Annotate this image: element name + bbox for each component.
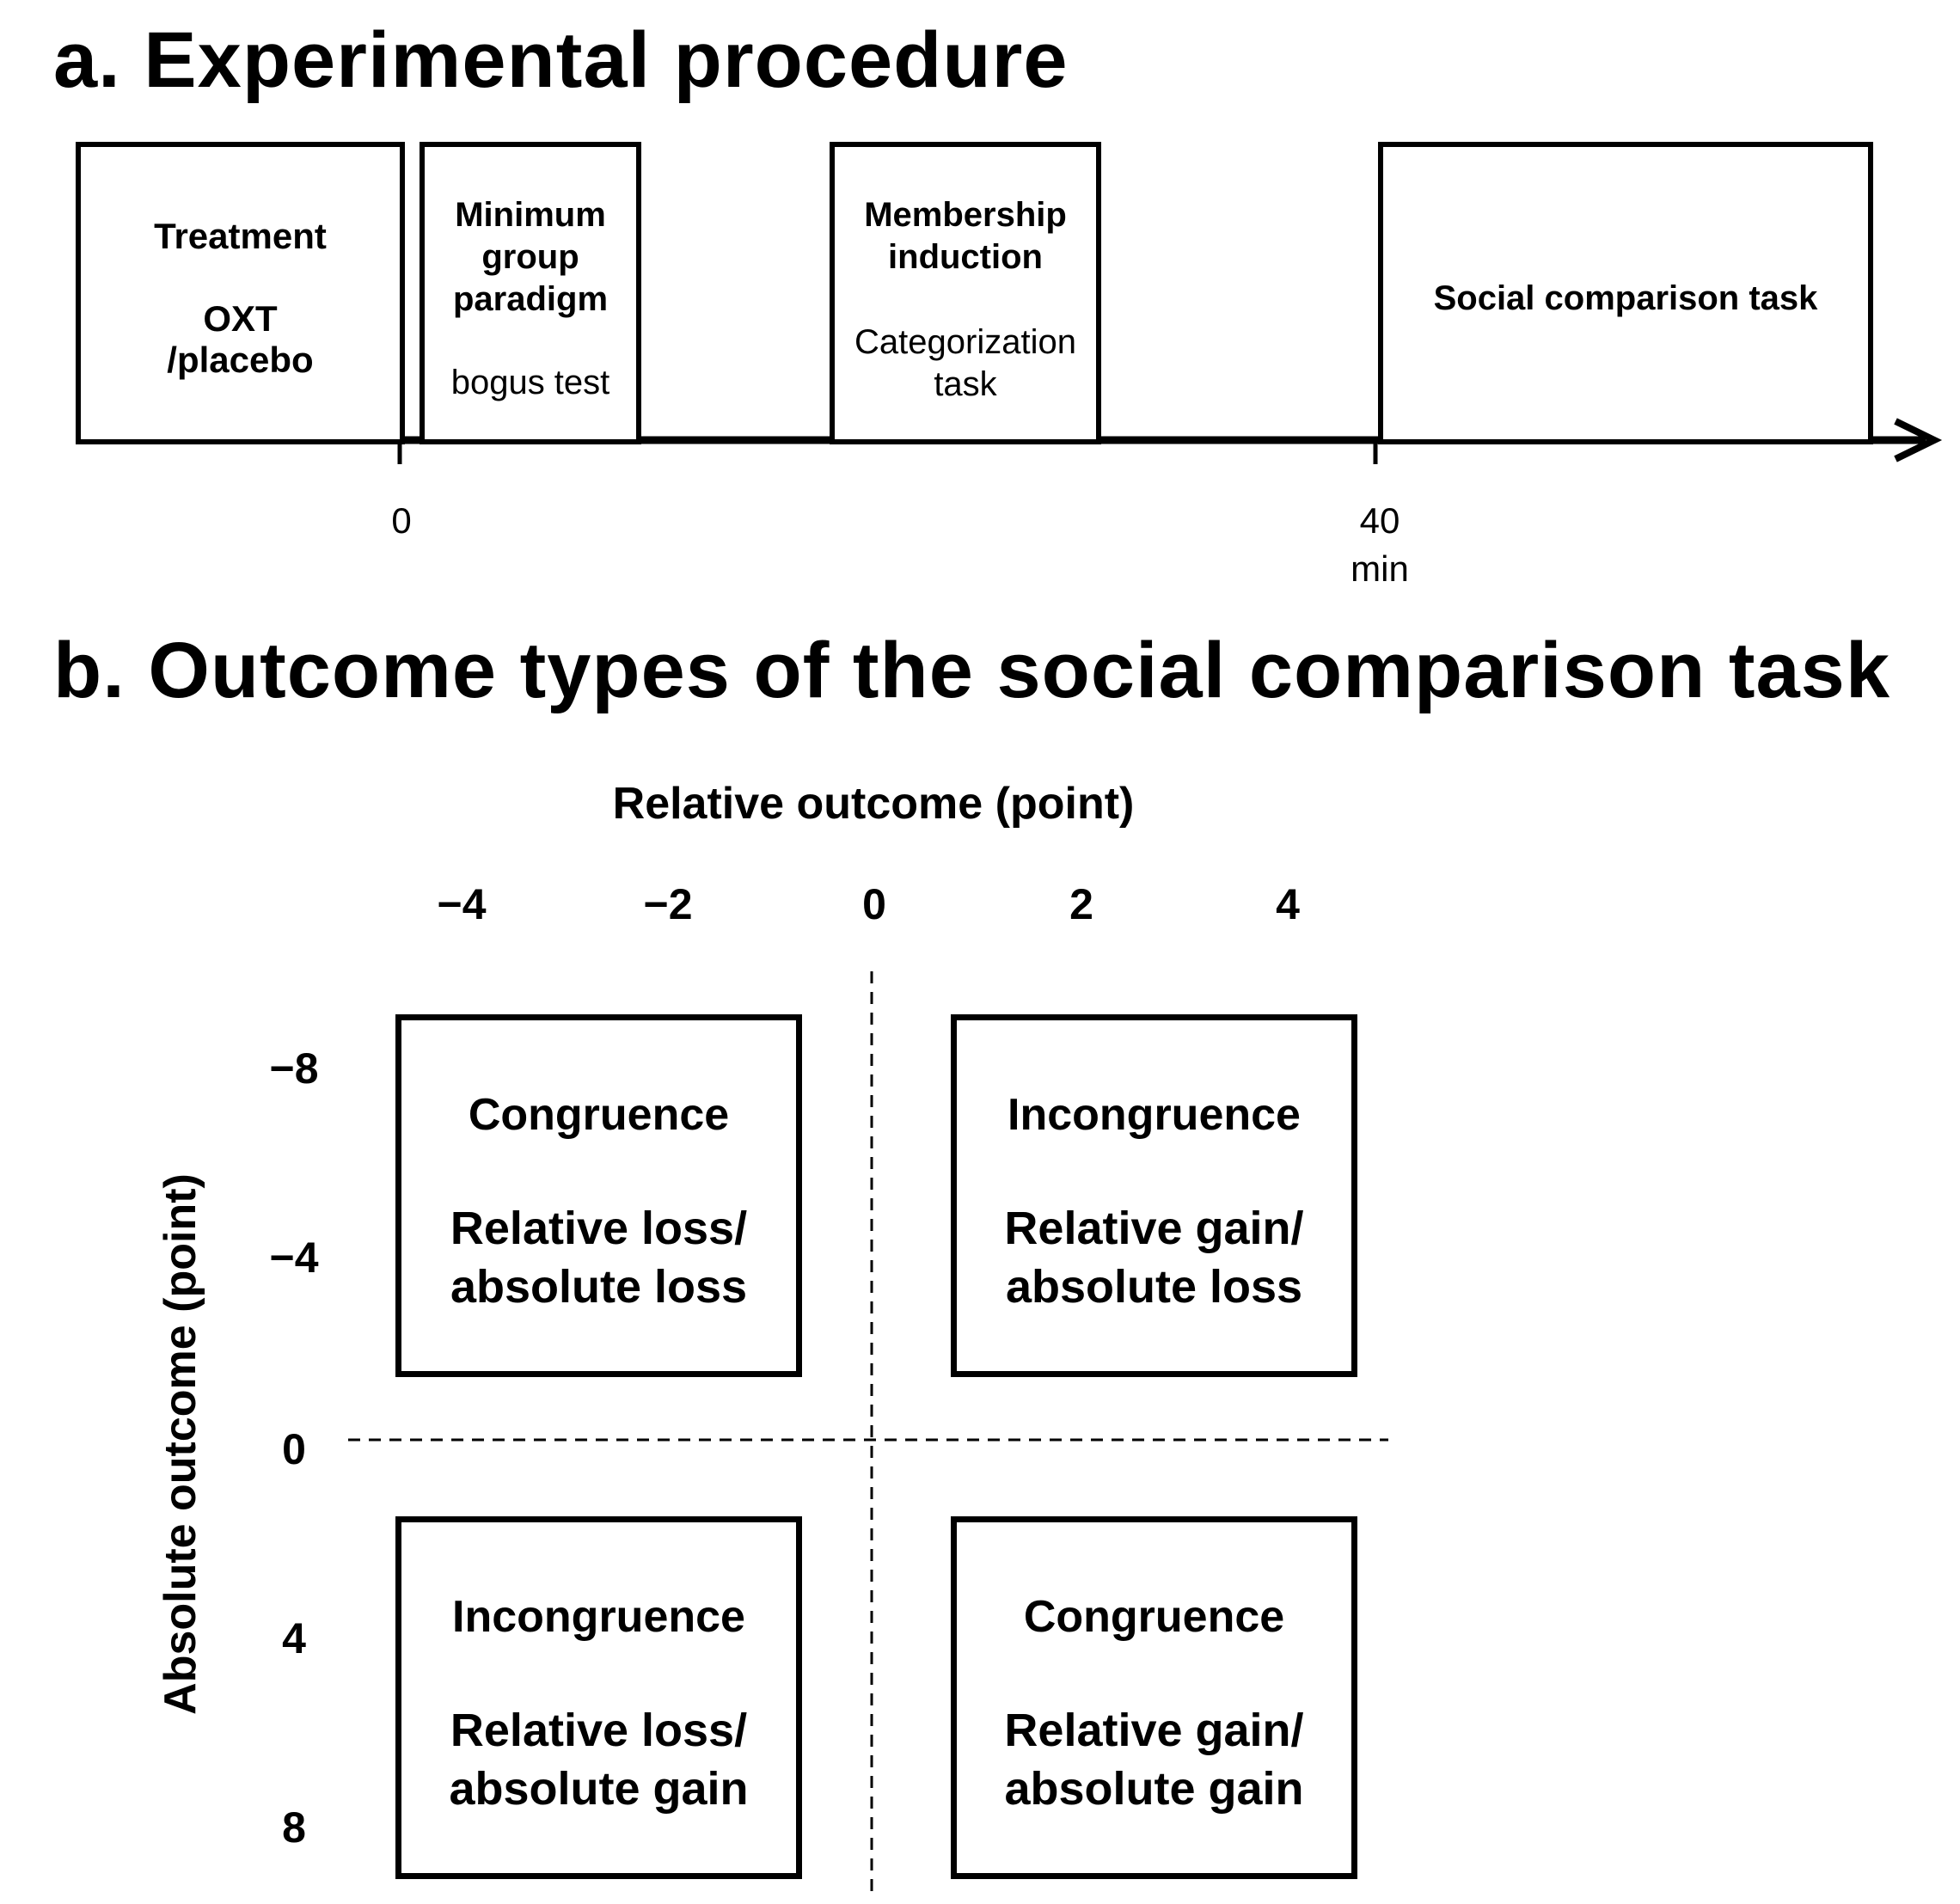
minimum-group-line3: paradigm — [452, 280, 609, 318]
quadrant-top-right: Incongruence Relative gain/ absolute los… — [951, 1014, 1357, 1377]
quadrant-desc-line2: absolute loss — [450, 1261, 748, 1313]
social-comparison-label: Social comparison task — [1433, 279, 1818, 317]
membership-induction-box: Membership induction Categorization task — [830, 142, 1101, 444]
treatment-placebo: /placebo — [167, 340, 314, 380]
y-tick-0: 0 — [282, 1425, 306, 1473]
treatment-label: Treatment — [154, 216, 327, 256]
membership-line1: Membership — [864, 196, 1067, 234]
minimum-group-line1: Minimum — [455, 196, 606, 234]
x-tick-neg4: −4 — [437, 880, 487, 928]
quadrant-description: Relative loss/ absolute loss — [401, 1199, 796, 1316]
quadrant-bottom-right: Congruence Relative gain/ absolute gain — [951, 1516, 1357, 1879]
quadrant-desc-line1: Relative loss/ — [450, 1705, 748, 1756]
x-tick-neg2: −2 — [643, 880, 693, 928]
membership-line2: induction — [888, 238, 1043, 276]
bogus-test-label: bogus test — [450, 364, 610, 401]
quadrant-description: Relative loss/ absolute gain — [401, 1701, 796, 1818]
quadrant-bottom-left: Incongruence Relative loss/ absolute gai… — [395, 1516, 802, 1879]
quadrant-type: Congruence — [1023, 1592, 1285, 1642]
panel-a-title: a. Experimental procedure — [53, 16, 1069, 104]
quadrant-desc-line1: Relative loss/ — [450, 1203, 748, 1254]
x-tick-0: 0 — [862, 880, 886, 928]
social-comparison-box: Social comparison task — [1378, 142, 1873, 444]
x-tick-2: 2 — [1069, 880, 1093, 928]
y-axis-label: Absolute outcome (point) — [156, 1173, 205, 1715]
treatment-oxt: OXT — [203, 298, 278, 339]
timeline-label-40: 40 — [1359, 500, 1400, 541]
timeline-unit-min: min — [1351, 548, 1409, 589]
quadrant-desc-line1: Relative gain/ — [1004, 1203, 1304, 1254]
y-tick-neg8: −8 — [269, 1044, 319, 1093]
quadrant-desc-line2: absolute gain — [1004, 1763, 1304, 1815]
panel-b-title: b. Outcome types of the social compariso… — [53, 627, 1890, 714]
x-tick-4: 4 — [1276, 880, 1300, 928]
minimum-group-box: Minimum group paradigm bogus test — [420, 142, 641, 444]
quadrant-top-left: Congruence Relative loss/ absolute loss — [395, 1014, 802, 1377]
timeline-label-0: 0 — [391, 500, 412, 541]
timeline-arrowhead — [1894, 418, 1943, 462]
minimum-group-line2: group — [481, 238, 579, 276]
categorization-line1: Categorization — [854, 323, 1076, 361]
y-tick-4: 4 — [282, 1614, 306, 1662]
quadrant-type: Incongruence — [1008, 1090, 1301, 1140]
y-tick-8: 8 — [282, 1803, 306, 1852]
quadrant-type: Congruence — [468, 1090, 730, 1140]
quadrant-description: Relative gain/ absolute gain — [957, 1701, 1351, 1818]
x-axis-label: Relative outcome (point) — [612, 779, 1135, 829]
quadrant-desc-line2: absolute loss — [1005, 1261, 1303, 1313]
treatment-box: Treatment OXT /placebo — [76, 142, 405, 444]
y-tick-neg4: −4 — [269, 1234, 319, 1282]
quadrant-desc-line1: Relative gain/ — [1004, 1705, 1304, 1756]
quadrant-description: Relative gain/ absolute loss — [957, 1199, 1351, 1316]
categorization-line2: task — [934, 365, 997, 403]
quadrant-type: Incongruence — [452, 1592, 745, 1642]
quadrant-desc-line2: absolute gain — [449, 1763, 749, 1815]
